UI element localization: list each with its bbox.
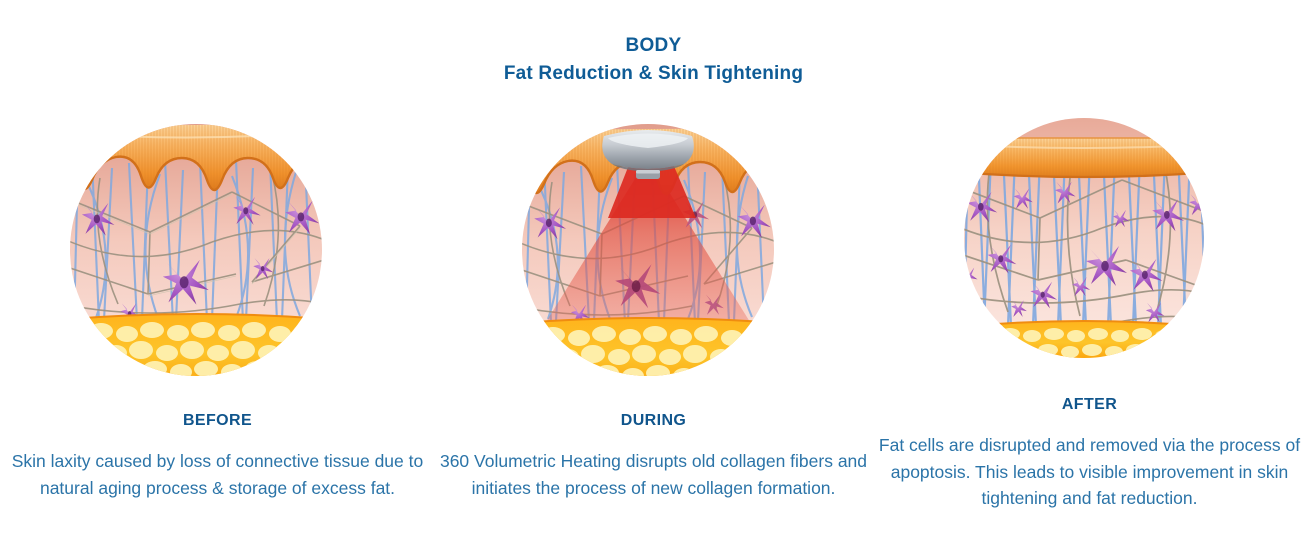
panel-during: DURING 360 Volumetric Heating disrupts o… bbox=[436, 108, 871, 558]
muscle-layer bbox=[70, 374, 322, 376]
page-title: BODY Fat Reduction & Skin Tightening bbox=[0, 34, 1307, 86]
panel-heading-before: BEFORE bbox=[182, 412, 253, 429]
title-line-subtitle: Fat Reduction & Skin Tightening bbox=[503, 62, 804, 84]
fat-layer bbox=[522, 317, 774, 376]
skin-cross-section-after-svg bbox=[964, 118, 1204, 358]
panel-caption-before: Skin laxity caused by loss of connective… bbox=[11, 451, 424, 498]
panel-after: AFTER Fat cells are disrupted and remove… bbox=[872, 108, 1307, 558]
energy-beam bbox=[546, 158, 750, 322]
cross-section-body bbox=[70, 124, 322, 376]
panel-before: BEFORE Skin laxity caused by loss of con… bbox=[0, 108, 435, 558]
collagen-fibers bbox=[70, 173, 322, 314]
panel-caption-during: 360 Volumetric Heating disrupts old coll… bbox=[439, 451, 868, 498]
applicator-handpiece-icon bbox=[602, 130, 694, 179]
panel-caption-after: Fat cells are disrupted and removed via … bbox=[878, 435, 1301, 509]
cross-section-body bbox=[964, 118, 1204, 358]
illustration-before bbox=[0, 108, 435, 400]
skin-cross-section-during-svg bbox=[510, 124, 790, 400]
illustration-during bbox=[436, 108, 871, 400]
title-line-body: BODY bbox=[625, 35, 682, 56]
panel-heading-after: AFTER bbox=[1061, 396, 1118, 413]
elastin-fibers bbox=[72, 159, 314, 324]
muscle-layer bbox=[510, 376, 790, 400]
fat-layer bbox=[70, 313, 322, 376]
fat-layer bbox=[969, 320, 1199, 358]
panel-heading-during: DURING bbox=[620, 412, 687, 429]
illustration-after bbox=[872, 108, 1307, 400]
skin-cross-section-before-svg bbox=[70, 124, 322, 376]
epidermis-layer bbox=[964, 137, 1204, 179]
